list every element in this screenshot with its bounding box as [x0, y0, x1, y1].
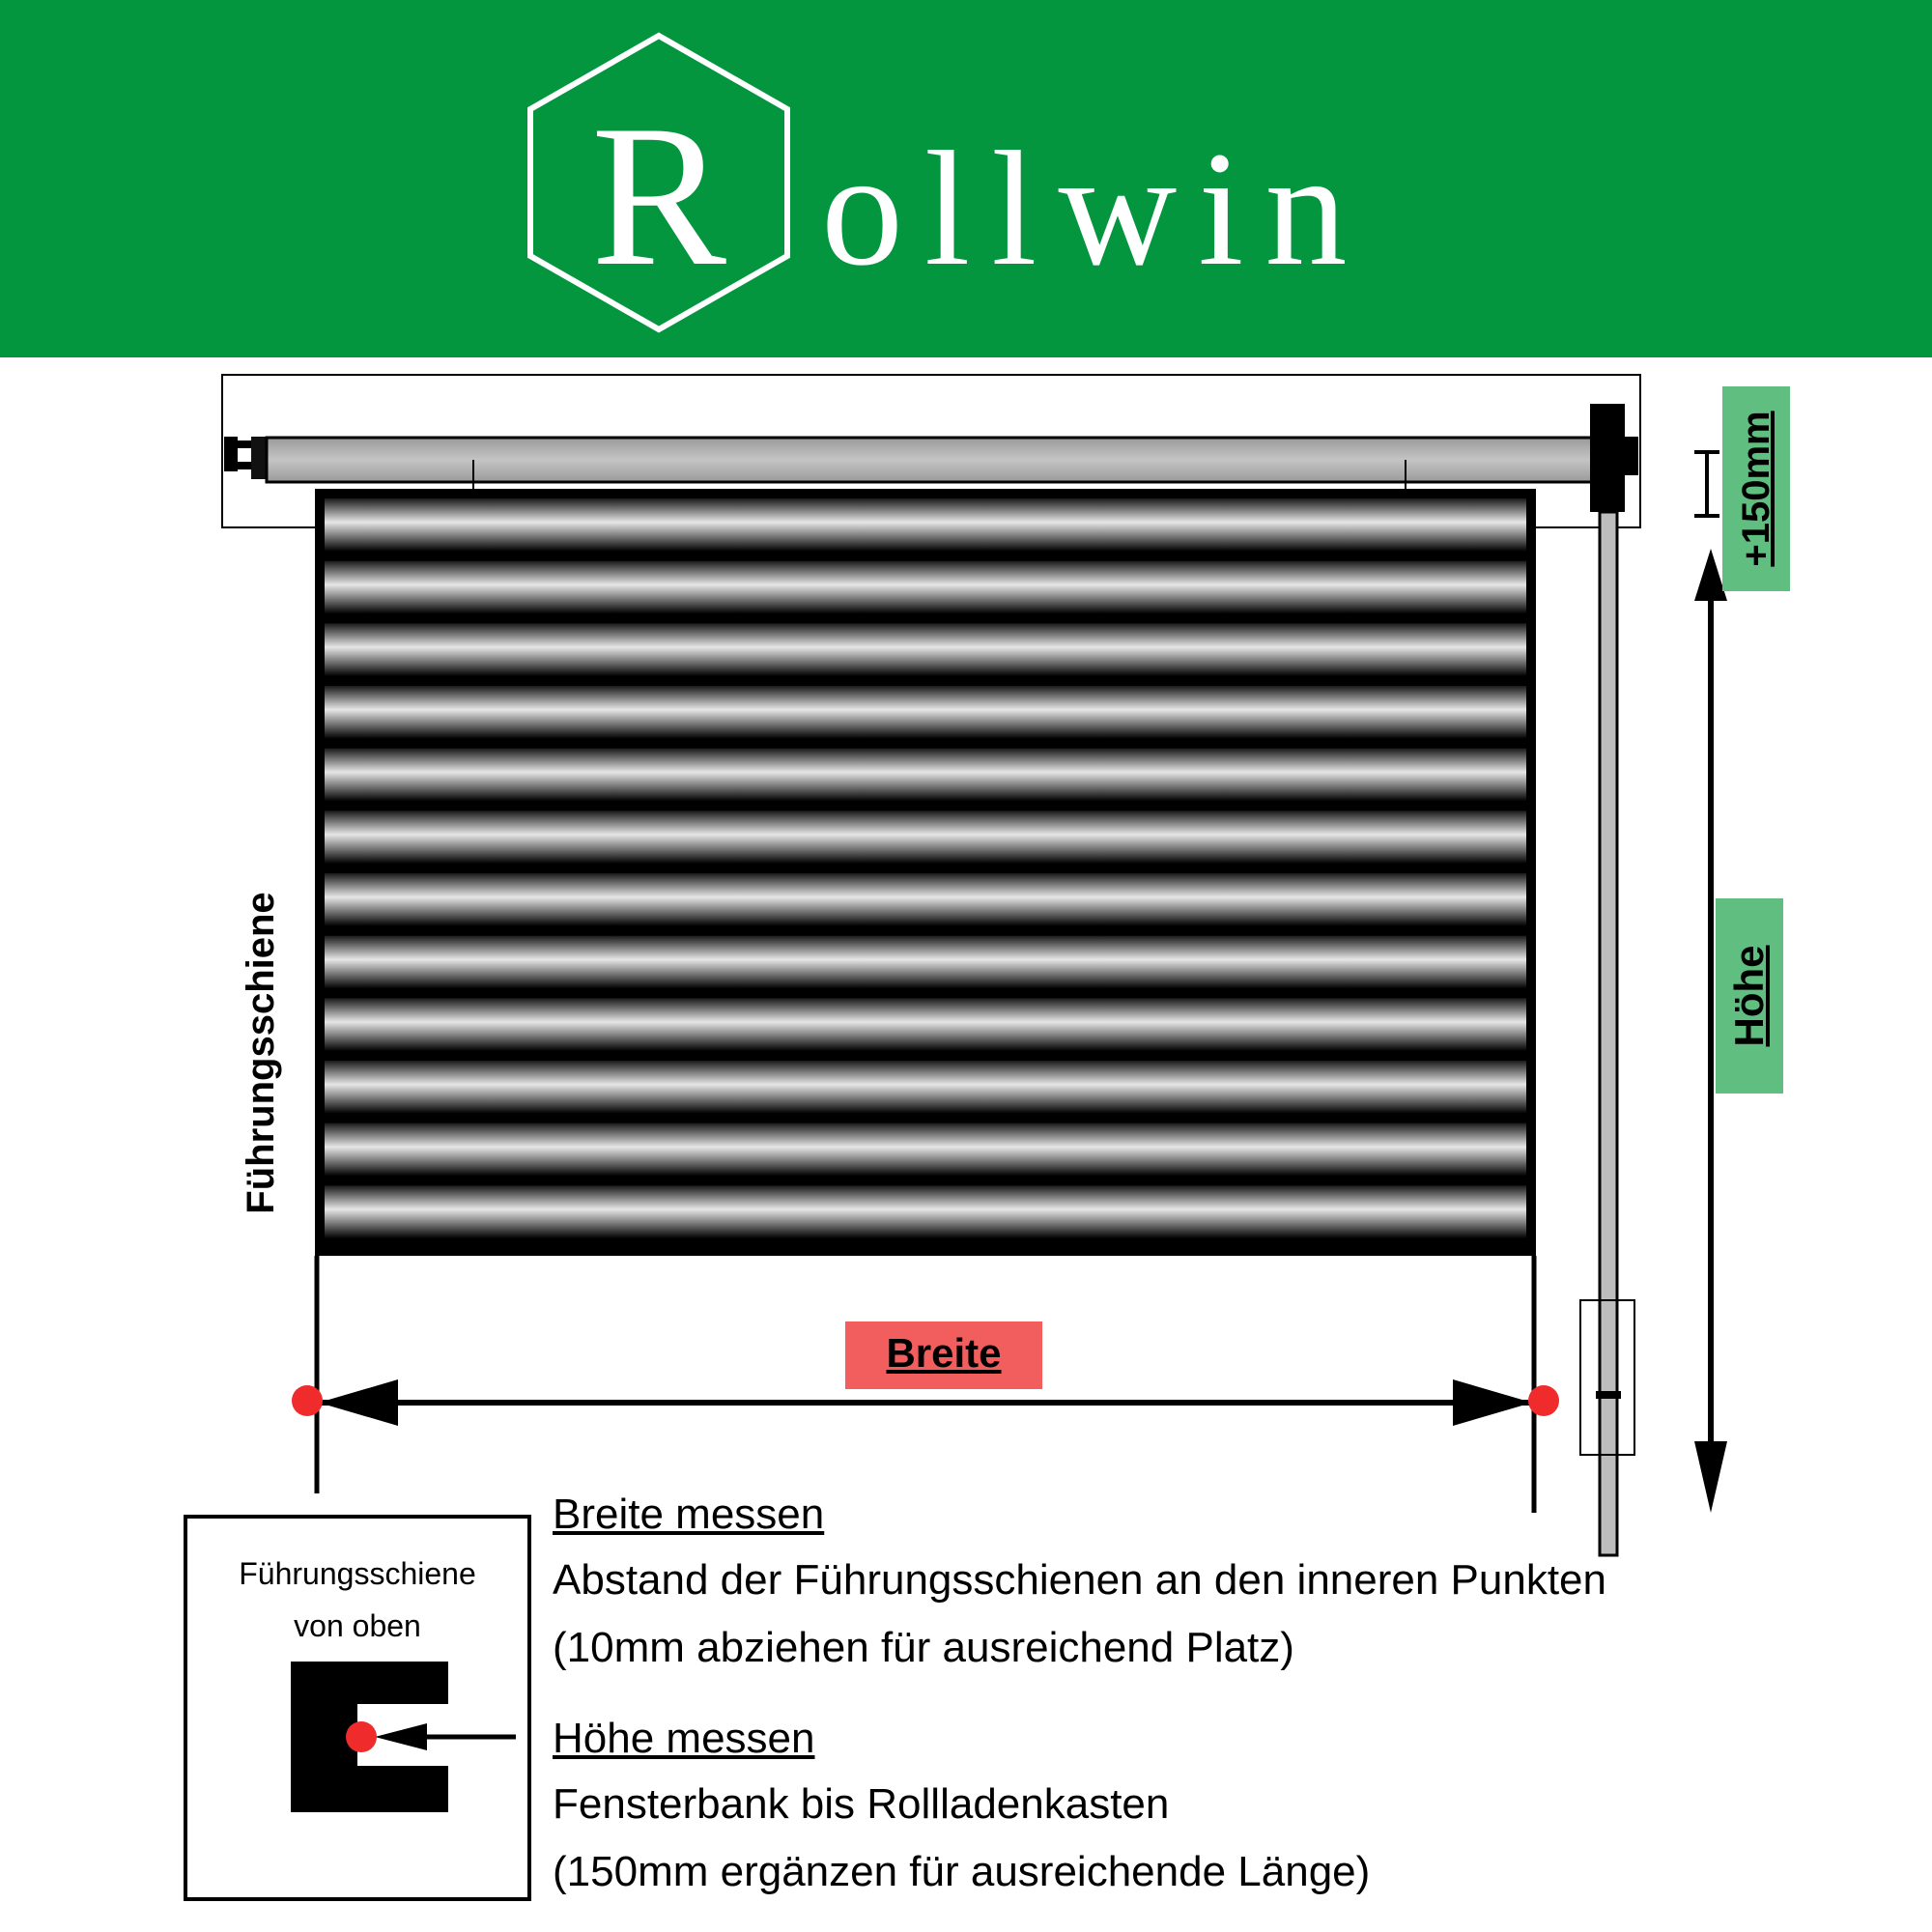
logo-hexagon — [527, 32, 790, 333]
strap-housing — [1579, 1299, 1635, 1456]
shutter-slat — [325, 935, 1526, 989]
extra-length-label: +150mm — [1735, 411, 1777, 567]
shutter-slat — [325, 560, 1526, 614]
left-bracket-bar — [228, 440, 267, 448]
height-line-2: (150mm ergänzen für ausreichende Länge) — [553, 1848, 1371, 1895]
inset-title: Führungsschiene von oben — [187, 1548, 527, 1652]
pull-strap — [1598, 510, 1619, 1557]
width-heading: Breite messen — [553, 1491, 825, 1538]
height-label: Höhe — [1726, 945, 1772, 1047]
shutter-slat — [325, 998, 1526, 1051]
height-arrow-top-head — [1694, 549, 1727, 601]
right-bracket — [1625, 437, 1638, 475]
strap-clip — [1596, 1391, 1621, 1399]
logo-initial: R — [591, 84, 726, 308]
inset-title-line2: von oben — [294, 1608, 421, 1643]
measure-point-right — [1528, 1385, 1559, 1416]
height-arrow-bottom-head — [1694, 1441, 1727, 1513]
inset-title-line1: Führungsschiene — [239, 1556, 476, 1591]
width-instructions: Breite messen Abstand der Führungsschien… — [553, 1483, 1905, 1682]
width-badge: Breite — [845, 1321, 1042, 1389]
instructions: Breite messen Abstand der Führungsschien… — [553, 1483, 1905, 1931]
width-arrow-left-head — [319, 1379, 398, 1426]
extra-length-badge: +150mm — [1722, 386, 1790, 591]
shutter-slat — [325, 686, 1526, 739]
shutter-slat — [325, 810, 1526, 864]
measure-point-left — [292, 1385, 323, 1416]
brand-header — [0, 0, 1932, 357]
width-line-1: Abstand der Führungsschienen an den inne… — [553, 1556, 1606, 1604]
height-badge: Höhe — [1716, 898, 1783, 1094]
inset-arrow-head — [375, 1723, 427, 1750]
width-arrow-right-head — [1453, 1379, 1532, 1426]
left-bracket-bar — [228, 462, 267, 469]
rail-profile — [291, 1662, 516, 1812]
shutter-slat — [325, 748, 1526, 802]
inset-measure-point — [346, 1721, 377, 1752]
shutter-slat — [325, 873, 1526, 926]
height-heading: Höhe messen — [553, 1715, 815, 1762]
shutter-slats — [325, 498, 1526, 1238]
motor-head — [1590, 404, 1625, 512]
shutter-slat — [325, 1122, 1526, 1177]
rail-profile-shape — [291, 1662, 448, 1812]
shutter-slat — [325, 623, 1526, 676]
roller-tube — [265, 436, 1594, 484]
height-instructions: Höhe messen Fensterbank bis Rollladenkas… — [553, 1707, 1905, 1906]
shutter-diagram — [221, 374, 1727, 1557]
rail-label: Führungsschiene — [240, 892, 282, 1214]
rail-top-view-inset: Führungsschiene von oben — [184, 1515, 531, 1901]
shutter-slat — [325, 1061, 1526, 1114]
logo-wordmark: ollwin — [821, 118, 1368, 299]
shutter-slat — [325, 498, 1526, 552]
height-line-1: Fensterbank bis Rollladenkasten — [553, 1780, 1170, 1828]
shutter-slat — [325, 1185, 1526, 1238]
brand-logo: R ollwin — [527, 32, 1368, 333]
width-line-2: (10mm abziehen für ausreichend Platz) — [553, 1624, 1294, 1671]
left-end-cap — [251, 437, 267, 479]
